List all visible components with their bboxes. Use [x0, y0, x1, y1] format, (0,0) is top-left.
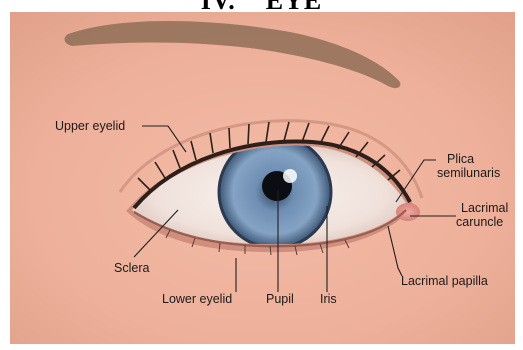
label-upper-eyelid: Upper eyelid [55, 119, 125, 133]
eye-illustration: Upper eyelid Plica semilunaris Lacrimal … [10, 12, 515, 344]
label-caruncle-line1: Lacrimal [461, 201, 508, 215]
label-plica-line2: semilunaris [437, 166, 500, 180]
label-plica-line1: Plica [447, 152, 474, 166]
label-pupil: Pupil [266, 292, 294, 306]
label-lacrimal-papilla: Lacrimal papilla [401, 274, 488, 288]
label-sclera: Sclera [114, 261, 149, 275]
label-caruncle-line2: caruncle [456, 215, 503, 229]
label-iris: Iris [320, 292, 337, 306]
caruncle-shape [396, 203, 420, 221]
light-reflection [283, 169, 297, 183]
label-lower-eyelid: Lower eyelid [162, 292, 232, 306]
